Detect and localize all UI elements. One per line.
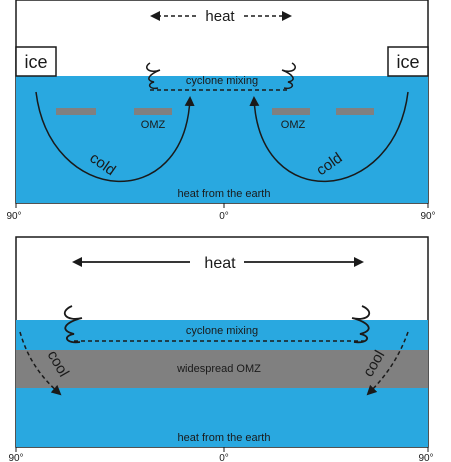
ice-label-right: ice [396,52,419,72]
bottom-earth-heat-label: heat from the earth [178,432,271,444]
top-heat-label: heat [205,8,235,25]
bottom-heat-label: heat [204,255,236,272]
bottom-axis-label-right: 90° [418,453,433,462]
bottom-cool-arrow-left [19,331,62,396]
bottom-cool-arrow-right [366,331,409,396]
bottom-cyclone-right-icon [351,305,371,344]
bottom-panel: heat cyclone mixing widespread OMZ cool … [8,236,434,462]
bottom-omz-label: widespread OMZ [176,363,261,375]
top-axis-label-center: 0° [219,211,229,222]
top-omz-label-right: OMZ [281,119,306,131]
bottom-omz-band [16,350,428,388]
top-omz-bar [336,108,374,115]
top-cyclone-left-icon [146,62,161,90]
top-cold-curve-left [35,91,195,182]
top-axis-label-right: 90° [420,211,435,222]
bottom-axis-label-center: 0° [219,453,229,462]
top-ocean [16,76,428,203]
top-cyclone-label: cyclone mixing [186,75,258,87]
top-earth-heat-label: heat from the earth [178,188,271,200]
top-omz-bar [134,108,172,115]
ice-box-left [15,46,57,77]
ice-box-right [387,46,429,77]
top-omz-bar [56,108,96,115]
top-cold-curve-right [249,91,409,182]
top-omz-label-left: OMZ [141,119,166,131]
top-panel: heat ice ice cyclone mixing OMZ OMZ cold… [6,0,436,222]
top-axis-label-left: 90° [6,211,21,222]
ice-label-left: ice [24,52,47,72]
bottom-cyclone-left-icon [63,305,83,344]
top-omz-bar [272,108,310,115]
bottom-axis-label-left: 90° [8,453,23,462]
bottom-cyclone-label: cyclone mixing [186,325,258,337]
top-cyclone-right-icon [281,62,296,90]
